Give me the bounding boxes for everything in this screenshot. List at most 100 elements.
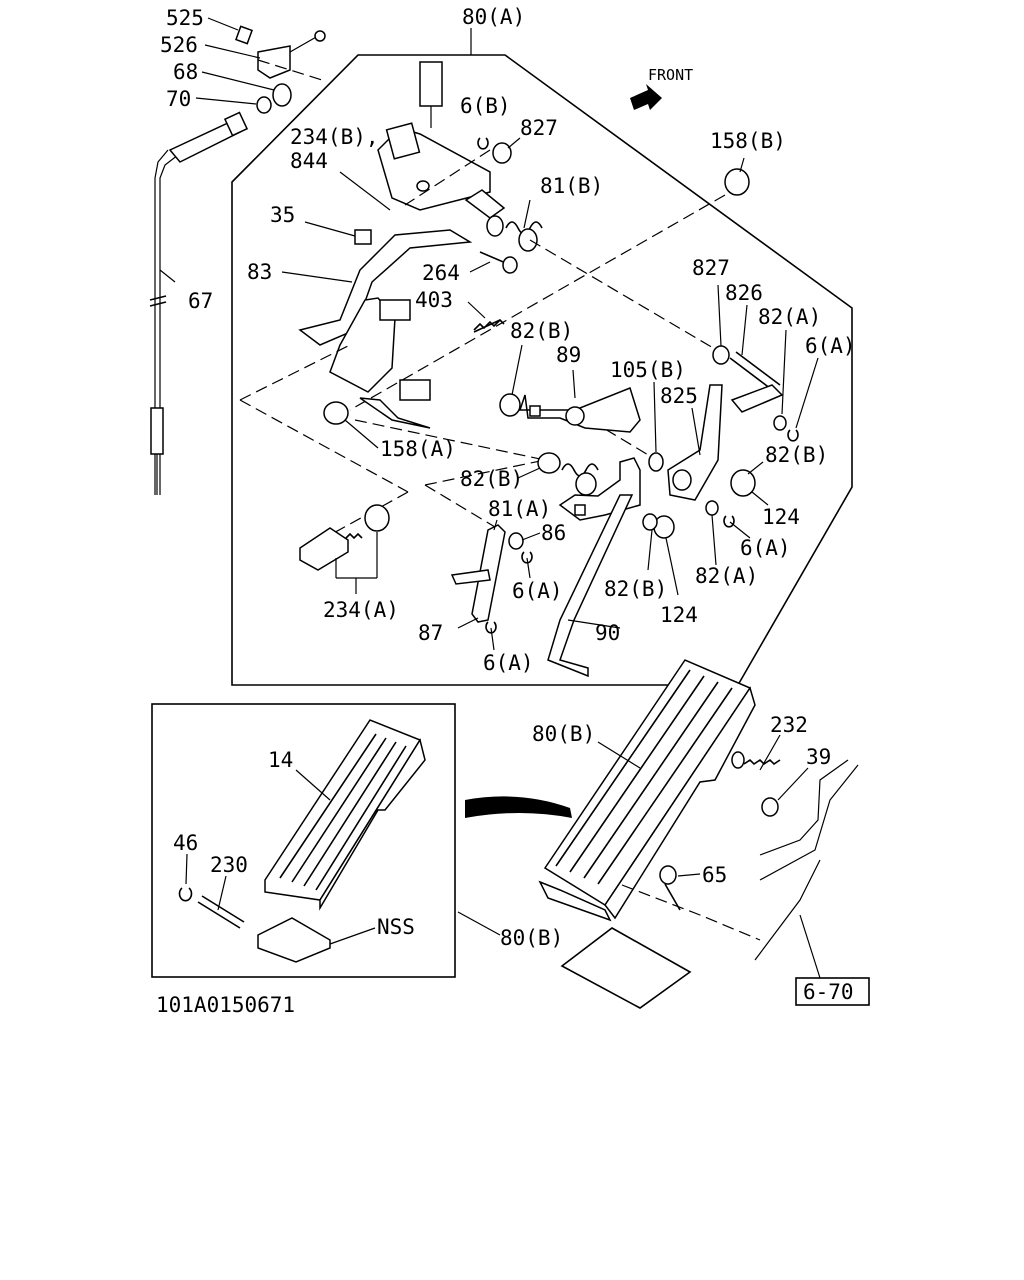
leader-232 [759,734,781,771]
leader-827-right [717,284,722,347]
label-67: 67 [188,289,213,313]
bush-124-right [730,469,756,497]
label-124-lower: 124 [660,603,698,627]
label-525: 525 [166,6,204,30]
bolt-264 [479,251,518,274]
label-89: 89 [556,343,581,367]
washer-82a-right [773,415,787,431]
label-87: 87 [418,621,443,645]
bush-82b-upper [499,393,521,417]
label-158b: 158(B) [710,129,786,153]
label-844: 844 [290,149,328,173]
label-230: 230 [210,853,248,877]
leader-526 [204,44,261,59]
leader-6a-mid [526,557,531,579]
leader-403 [467,301,486,319]
clip-6b [477,137,489,150]
leader-158a [344,419,379,449]
label-front: FRONT [648,66,693,84]
leader-nss [329,927,376,945]
label-82a-right: 82(A) [758,305,821,329]
label-6a-bottom: 6(A) [483,651,534,675]
clip-6a-mid [521,551,533,564]
label-82b-right: 82(B) [765,443,828,467]
transition-arrow-icon [465,796,572,818]
label-80b-top: 80(B) [532,722,595,746]
label-39: 39 [806,745,831,769]
leader-39 [777,767,809,801]
label-81b: 81(B) [540,174,603,198]
leader-844 [339,171,391,211]
leader-158b [739,157,745,173]
leader-81a [493,519,498,531]
label-83: 83 [247,260,272,284]
label-82b-upper: 82(B) [510,319,573,343]
ref-box-6-70 [795,977,870,1006]
label-827-top: 827 [520,116,558,140]
leader-6a-right [795,357,819,429]
label-105b: 105(B) [610,358,686,382]
label-86: 86 [541,521,566,545]
leader-87 [457,617,479,629]
leader-6a-bottom [490,627,495,651]
pedal-lever-90 [547,457,641,678]
leader-65 [677,873,701,877]
leader-6a-lower [729,521,751,539]
label-82b-mid: 82(B) [460,467,523,491]
front-arrow-icon [630,84,662,110]
leader-81b [523,199,531,229]
bush-827-top [492,142,512,164]
leader-82b-upper [511,344,523,396]
clip-46 [178,887,193,902]
clip-6a-bottom [485,621,497,634]
pedal-assembly-80b [538,659,756,922]
leader-86 [521,532,541,541]
bolt-65 [659,865,681,911]
leader-67 [159,269,176,283]
bush-82b-mid [537,452,561,474]
inset-box [151,703,456,978]
label-826: 826 [725,281,763,305]
label-68: 68 [173,60,198,84]
label-35: 35 [270,203,295,227]
lever-89 [518,387,641,433]
label-264: 264 [422,261,460,285]
switch-bracket-234b [377,61,491,211]
label-82b-lower: 82(B) [604,577,667,601]
pedal-arm-83 [298,229,473,429]
leader-264 [469,261,491,273]
label-825: 825 [660,384,698,408]
bolt-232 [731,751,781,769]
leader-230 [217,875,227,911]
leader-70 [195,97,257,105]
pin-230 [197,895,245,929]
lever-825 [667,384,723,501]
label-70: 70 [166,87,191,111]
label-6b: 6(B) [460,94,511,118]
floor-panel [560,759,859,1009]
label-6a-mid: 6(A) [512,579,563,603]
label-65: 65 [702,863,727,887]
bracket-nss [257,917,331,963]
spring-81a [561,463,599,496]
leader-6-70 [799,914,821,979]
document-id: 101A0150671 [156,993,295,1017]
label-158a: 158(A) [380,437,456,461]
cable-fittings [235,25,326,114]
stud-403 [473,318,505,333]
leader-82b-mid [517,467,541,479]
leader-46 [185,853,188,885]
label-80a: 80(A) [462,5,525,29]
leader-14 [295,769,331,801]
label-403: 403 [415,288,453,312]
leader-825 [691,407,701,456]
nut-158b [724,168,750,196]
label-234a: 234(A) [323,598,399,622]
label-124-right: 124 [762,505,800,529]
label-81a: 81(A) [488,497,551,521]
label-14: 14 [268,748,293,772]
rod-826 [729,351,784,413]
label-234b: 234(B), [290,125,379,149]
nut-39 [761,797,779,817]
